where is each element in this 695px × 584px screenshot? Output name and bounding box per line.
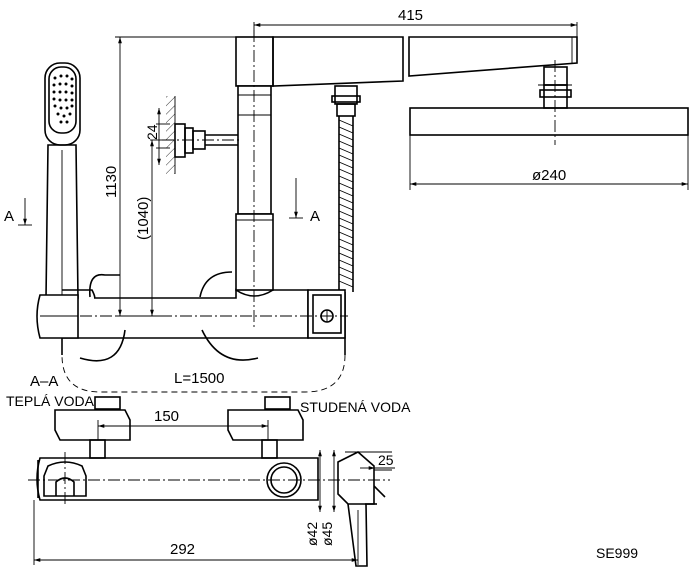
dim-42: ø42 [304, 522, 320, 546]
riser-top-block [235, 36, 274, 87]
dim-150: 150 [154, 408, 179, 425]
spray-nozzles [52, 74, 74, 124]
shower-head-plate [409, 107, 689, 136]
section-mark-right: A [310, 208, 320, 225]
dim-hose-length: L=1500 [174, 370, 224, 387]
section-title: A–A [30, 373, 58, 390]
model-code: SE999 [596, 545, 638, 561]
dim-292: 292 [170, 541, 195, 558]
dim-1130: 1130 [103, 166, 120, 198]
riser-pipe [235, 30, 274, 330]
wall-connection: 24 [144, 96, 240, 174]
height-dimensions: 1130 (1040) [103, 36, 236, 316]
dim-25: 25 [378, 452, 394, 468]
shower-arm-and-head: 415 ø240 [235, 7, 689, 190]
shower-hose: L=1500 [61, 85, 361, 393]
dim-24: 24 [144, 124, 160, 140]
mixer-body-front [36, 271, 348, 362]
hot-water-label: TEPLÁ VODA [6, 393, 95, 409]
dim-415: 415 [398, 7, 423, 24]
dim-240: ø240 [532, 167, 566, 184]
shower-arm-end [408, 36, 578, 77]
shower-arm [272, 36, 404, 87]
dim-45: ø45 [319, 522, 335, 546]
cold-water-label: STUDENÁ VODA [300, 399, 411, 415]
hand-shower [44, 62, 81, 299]
section-marks: A A [4, 178, 320, 226]
section-mark-left: A [4, 208, 14, 225]
section-a-a: A–A TEPLÁ VODA STUDENÁ VODA 150 [6, 373, 411, 567]
dim-1040: (1040) [135, 197, 152, 240]
